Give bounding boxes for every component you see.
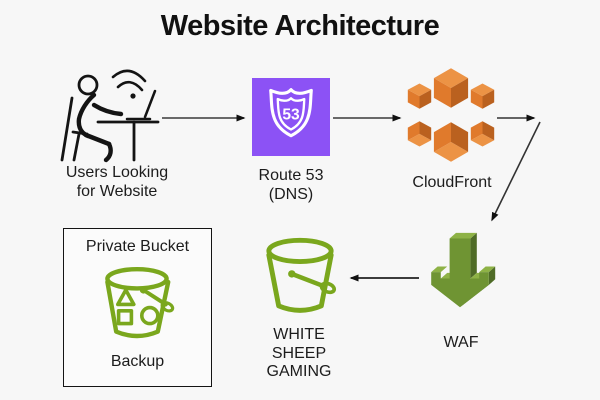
chair-back [60,96,74,162]
arrow-corner-to-waf [491,121,541,222]
circle-object [140,305,160,326]
waf-icon [431,232,496,308]
waf-label: WAF [443,334,479,351]
user-head [77,74,99,96]
chair-seat [71,130,89,136]
cloudfront-icon [407,68,495,162]
triangle-object [116,288,136,307]
s3-bucket-label: WHITE SHEEP GAMING [266,326,332,380]
route53-badge: 53 [282,106,300,123]
user-body [76,92,97,139]
backup-bucket-icon [105,267,175,339]
s3-bucket-icon [266,237,337,313]
backup-label: Backup [110,353,165,370]
chair-leg [72,132,81,162]
user-calf [103,141,113,163]
route53-shield-icon: 53 [252,78,330,156]
users-label: Users Looking for Website [65,164,169,200]
wifi-icon [111,69,147,99]
cloudfront-label: CloudFront [412,174,492,191]
laptop-screen [143,89,157,119]
user-thigh [83,132,112,147]
private-bucket-title: Private Bucket [85,238,190,255]
user-arm [91,102,124,117]
route53-label: Route 53 (DNS) [258,167,324,203]
diagram-title: Website Architecture [160,10,440,42]
user-at-desk-icon [60,69,160,163]
private-bucket-group: Private Bucket Backup [63,228,212,387]
square-object [116,309,134,326]
